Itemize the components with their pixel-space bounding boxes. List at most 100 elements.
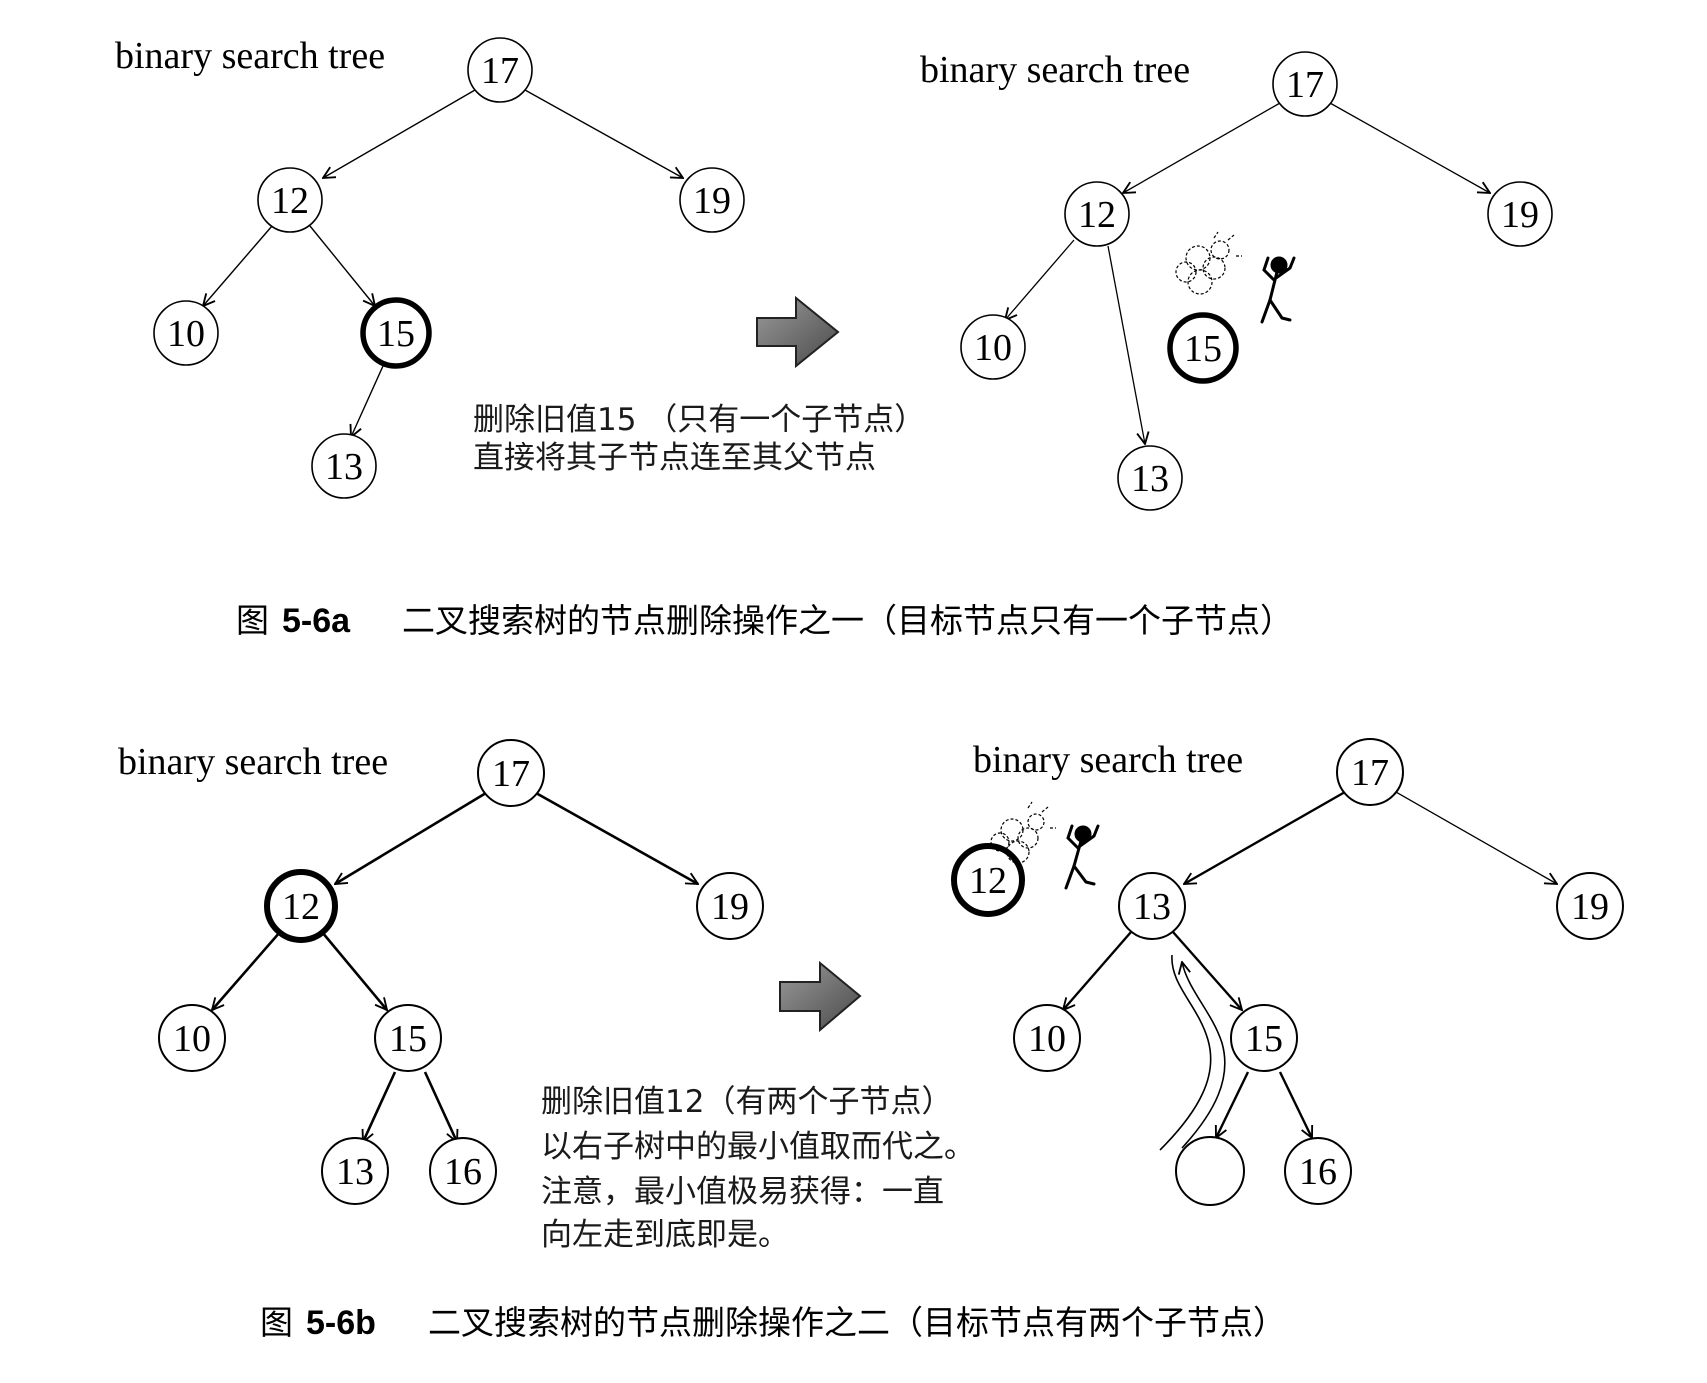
node-value: 17 (1286, 64, 1324, 106)
node-value: 13 (1131, 458, 1169, 500)
note-b-line1: 删除旧值12（有两个子节点） (541, 1084, 952, 1120)
right-arrow-icon (756, 295, 840, 369)
edge-12-10 (212, 931, 281, 1010)
tree-node-10: 10 (960, 314, 1026, 380)
promote-path-line (1159, 954, 1212, 1151)
node-value: 12 (271, 180, 309, 222)
tree-node-empty (1175, 1136, 1245, 1206)
node-value: 10 (167, 313, 205, 355)
figure-5-6a: binary search tree 17 12 19 (115, 35, 1553, 640)
tree-node-17: 17 (477, 739, 545, 807)
node-value: 12 (1078, 194, 1116, 236)
edge-12-15 (309, 225, 375, 306)
tree-node-16: 16 (429, 1137, 497, 1205)
caption-b-prefix: 图 (260, 1303, 293, 1342)
edge-17-19 (524, 89, 683, 178)
node-value: 13 (336, 1151, 374, 1193)
tree-node-10: 10 (153, 300, 219, 366)
tree-node-12-target: 12 (264, 869, 338, 943)
tree-node-12: 12 (257, 167, 323, 233)
node-value: 10 (974, 327, 1012, 369)
caption-a-number: 5-6a (282, 602, 351, 640)
note-b: 删除旧值12（有两个子节点） 以右子树中的最小值取而代之。 注意，最小值极易获得… (541, 1084, 975, 1253)
edge-12-15 (321, 931, 387, 1010)
note-b-line2: 以右子树中的最小值取而代之。 (541, 1129, 975, 1165)
tree-a-after: binary search tree 17 12 19 10 (920, 49, 1553, 511)
edge-12-13 (1107, 245, 1145, 444)
note-a-line2: 直接将其子节点连至其父节点 (473, 440, 876, 476)
caption-a: 图 5-6a 二叉搜索树的节点删除操作之一（目标节点只有一个子节点） (236, 601, 1293, 640)
node-value: 13 (1133, 886, 1171, 928)
tree-node-19: 19 (1556, 872, 1624, 940)
node-value: 10 (173, 1018, 211, 1060)
node-value: 12 (282, 886, 320, 928)
edge-12-10 (203, 225, 273, 306)
edge-15-13 (363, 1071, 397, 1142)
right-arrow-icon (779, 960, 862, 1033)
edge-13-10 (1063, 931, 1132, 1010)
node-value: 16 (1299, 1151, 1337, 1193)
tree-node-16: 16 (1284, 1137, 1352, 1205)
edge-17-13 (1184, 790, 1346, 886)
node-value: 15 (377, 313, 415, 355)
tree-node-19: 19 (1487, 181, 1553, 247)
tree-node-10: 10 (158, 1004, 226, 1072)
caption-b-number: 5-6b (306, 1304, 376, 1342)
tree-node-17: 17 (467, 37, 533, 103)
note-a-line1: 删除旧值15 （只有一个子节点） (473, 402, 925, 438)
tree-a-before-title: binary search tree (115, 35, 385, 77)
removed-node-15: 15 (1167, 312, 1239, 384)
edge-13-15 (1172, 931, 1242, 1010)
tree-node-19: 19 (679, 167, 745, 233)
promote-path-arrow (1182, 962, 1226, 1149)
tree-b-before-title: binary search tree (118, 741, 388, 783)
edges (1063, 790, 1557, 1151)
note-b-line4: 向左走到底即是。 (541, 1217, 789, 1253)
tree-node-19: 19 (696, 872, 764, 940)
figure-5-6b: binary search tree 17 12 19 (118, 738, 1624, 1342)
edge-17-12 (335, 791, 487, 886)
tree-node-17: 17 (1336, 738, 1404, 806)
note-b-line3: 注意，最小值极易获得：一直 (541, 1174, 944, 1210)
node-value: 15 (389, 1018, 427, 1060)
node-value: 17 (492, 753, 530, 795)
tree-node-13: 13 (1117, 445, 1183, 511)
node-value: 16 (444, 1151, 482, 1193)
dust-cloud-icon (1175, 231, 1242, 295)
removed-node-12: 12 (951, 843, 1025, 917)
tree-node-15: 15 (374, 1004, 442, 1072)
tree-a-after-title: binary search tree (920, 49, 1190, 91)
tree-node-12: 12 (1064, 181, 1130, 247)
node-value: 13 (325, 446, 363, 488)
tree-b-after-title: binary search tree (973, 739, 1243, 781)
tree-node-17: 17 (1272, 51, 1338, 117)
node-value: 19 (711, 886, 749, 928)
tree-node-13: 13 (311, 433, 377, 499)
edge-17-19 (1395, 791, 1557, 884)
caption-a-text: 二叉搜索树的节点删除操作之一（目标节点只有一个子节点） (402, 601, 1293, 640)
node-value: 19 (1571, 886, 1609, 928)
edges (203, 89, 683, 437)
caption-b-text: 二叉搜索树的节点删除操作之二（目标节点有两个子节点） (428, 1303, 1286, 1342)
node-value: 17 (1351, 752, 1389, 794)
tree-node-15-target: 15 (360, 297, 432, 369)
edge-15-empty (1216, 1071, 1250, 1138)
dust-cloud-icon (990, 801, 1056, 864)
edge-17-12 (1123, 102, 1281, 193)
node-value: 10 (1028, 1018, 1066, 1060)
tree-b-after: binary search tree 17 13 1 (951, 738, 1624, 1206)
node-value: 15 (1245, 1018, 1283, 1060)
edge-12-10 (1005, 239, 1075, 320)
edge-15-13 (351, 365, 384, 437)
tree-node-15: 15 (1230, 1004, 1298, 1072)
caption-b: 图 5-6b 二叉搜索树的节点删除操作之二（目标节点有两个子节点） (260, 1303, 1286, 1342)
tree-node-10: 10 (1013, 1004, 1081, 1072)
edges (212, 791, 698, 1142)
node-value: 17 (481, 50, 519, 92)
edge-15-16 (423, 1071, 457, 1142)
stick-figure-icon (1260, 256, 1296, 324)
stick-figure-icon (1064, 824, 1100, 890)
node-value: 19 (693, 180, 731, 222)
node-value: 12 (969, 860, 1007, 902)
